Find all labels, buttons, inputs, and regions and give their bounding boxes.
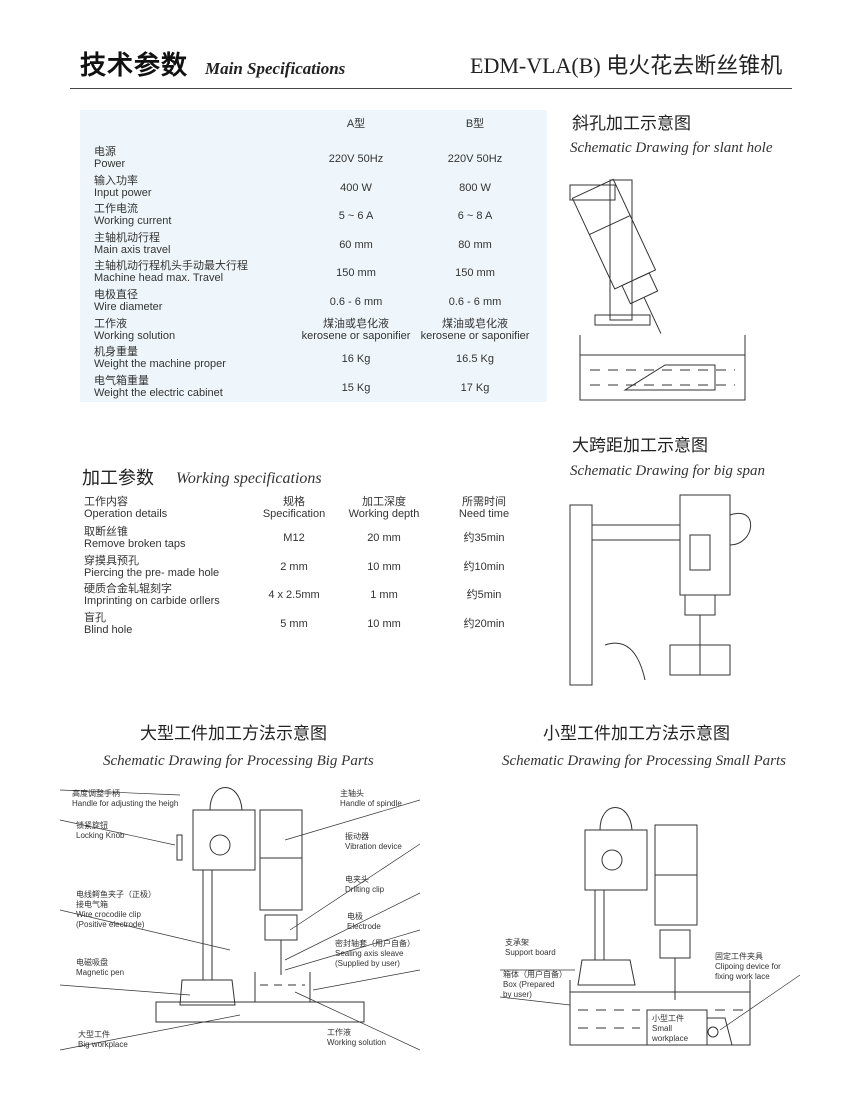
page-title-en: Main Specifications (205, 59, 346, 78)
col-b: B型 (465, 118, 485, 130)
spec-value-a: 15 Kg (341, 381, 371, 394)
big-parts-title-en: Schematic Drawing for Processing Big Par… (103, 753, 374, 769)
spec-value-a: 220V 50Hz (328, 153, 384, 165)
spec-value-a: 16 Kg (341, 353, 371, 366)
col-a: A型 (346, 118, 366, 130)
spec-value-a: 150 mm (336, 267, 376, 280)
slant-title-cn: 斜孔加工示意图 (572, 114, 691, 133)
spec-value-a: 400 W (340, 181, 372, 194)
time: 约10min (463, 560, 505, 573)
working-title-cn: 加工参数 (82, 468, 154, 488)
spec-value-a: 0.6 - 6 mm (329, 296, 383, 308)
page-title-cn: 技术参数 (80, 50, 189, 80)
spec-value-b: 0.6 - 6 mm (448, 296, 502, 308)
specification: 2 mm (280, 560, 308, 573)
depth: 10 mm (367, 560, 401, 573)
small-parts-title-en: Schematic Drawing for Processing Small P… (502, 753, 787, 769)
time: 约20min (463, 617, 505, 630)
product-model: EDM-VLA(B) 电火花去断丝锥机 (470, 53, 783, 78)
spec-value-b: 800 W (459, 181, 491, 194)
specification: 5 mm (280, 617, 308, 630)
depth: 20 mm (367, 532, 401, 544)
time: 约5min (466, 589, 502, 601)
spec-value-a: 60 mm (339, 238, 373, 251)
time: 约35min (463, 532, 505, 544)
specification: M12 (283, 532, 305, 544)
slant-title-en: Schematic Drawing for slant hole (570, 140, 773, 156)
specification: 4 x 2.5mm (268, 589, 320, 601)
working-title-en: Working specifications (176, 470, 322, 487)
depth: 1 mm (370, 589, 398, 601)
spec-value-a: 5 ~ 6 A (338, 210, 374, 223)
big-span-drawing (565, 485, 780, 695)
spec-value-b: 80 mm (458, 238, 492, 251)
label-sealing: 密封轴套（用户自备）Sealing axis sleave(Supplied b… (335, 939, 415, 968)
spec-value-b: 6 ~ 8 A (457, 210, 493, 223)
spec-header-row: A型 B型 (80, 118, 547, 146)
spec-value-b: 220V 50Hz (447, 153, 503, 165)
spec-value-b: 150 mm (455, 267, 495, 280)
big-parts-title-cn: 大型工件加工方法示意图 (140, 724, 327, 743)
small-parts-title-cn: 小型工件加工方法示意图 (543, 724, 730, 743)
spec-value-b: 16.5 Kg (456, 353, 494, 366)
span-title-cn: 大跨距加工示意图 (572, 436, 708, 455)
slant-hole-drawing (565, 160, 760, 410)
header-divider (70, 88, 792, 89)
spec-value-b: 17 Kg (460, 381, 490, 394)
depth: 10 mm (367, 617, 401, 630)
big-parts-drawing (60, 780, 420, 1060)
small-parts-drawing (500, 780, 800, 1060)
span-title-en: Schematic Drawing for big span (570, 463, 765, 479)
